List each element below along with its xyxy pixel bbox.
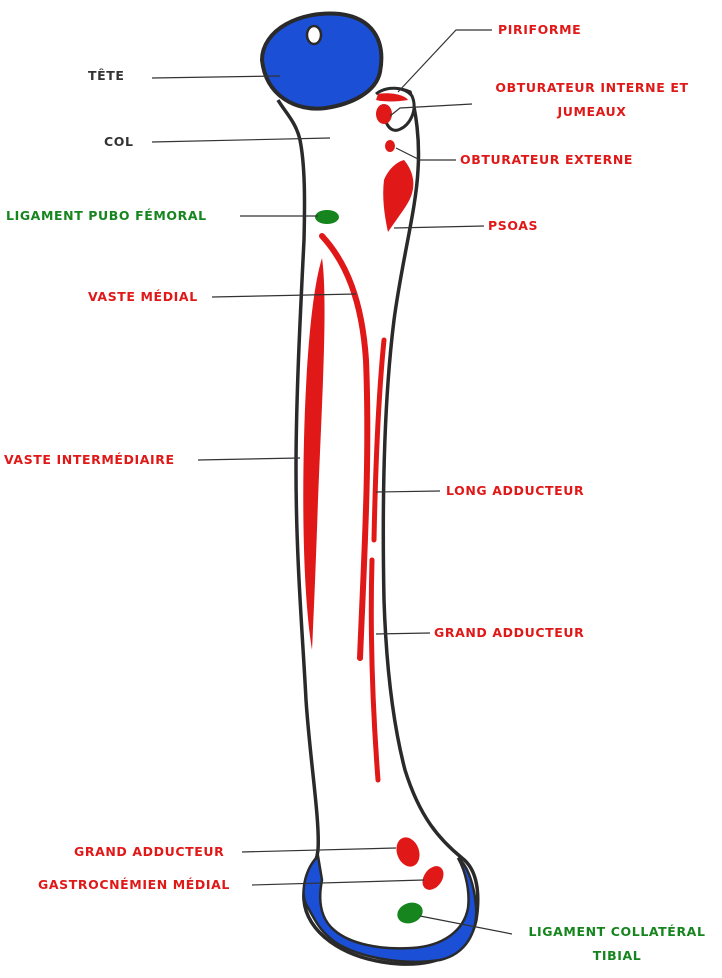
label-ligament-collateral-line1: LIGAMENT COLLATÉRAL: [514, 924, 720, 940]
label-tete: TÊTE: [88, 68, 125, 84]
obturateur-externe-attachment: [385, 140, 395, 152]
leader-vaste-intermediaire: [198, 458, 300, 460]
label-col: COL: [104, 134, 134, 150]
label-grand-adducteur-shaft: GRAND ADDUCTEUR: [434, 625, 584, 641]
femoral-head: [262, 13, 381, 108]
obturateur-interne-attachment: [376, 104, 392, 124]
ligament-pubo-femoral-attachment: [315, 210, 339, 224]
label-obturateur-interne: OBTURATEUR INTERNE ET JUMEAUX: [472, 80, 712, 120]
label-vaste-medial: VASTE MÉDIAL: [88, 289, 198, 305]
label-long-adducteur: LONG ADDUCTEUR: [446, 483, 584, 499]
label-ligament-collateral-tibial: LIGAMENT COLLATÉRAL TIBIAL: [514, 924, 720, 964]
label-obturateur-interne-line1: OBTURATEUR INTERNE ET: [472, 80, 712, 96]
label-psoas: PSOAS: [488, 218, 538, 234]
label-obturateur-externe: OBTURATEUR EXTERNE: [460, 152, 633, 168]
label-vaste-intermediaire: VASTE INTERMÉDIAIRE: [4, 452, 175, 468]
label-ligament-collateral-line2: TIBIAL: [514, 948, 720, 964]
label-ligament-pubo-femoral: LIGAMENT PUBO FÉMORAL: [6, 208, 207, 224]
label-grand-adducteur-condyle: GRAND ADDUCTEUR: [74, 844, 224, 860]
label-obturateur-interne-line2: JUMEAUX: [472, 104, 712, 120]
leader-long-adducteur: [376, 491, 440, 492]
fovea-capitis: [307, 26, 321, 44]
leader-tete: [152, 76, 280, 78]
label-piriforme: PIRIFORME: [498, 22, 581, 38]
label-gastrocnemien-medial: GASTROCNÉMIEN MÉDIAL: [38, 877, 230, 893]
